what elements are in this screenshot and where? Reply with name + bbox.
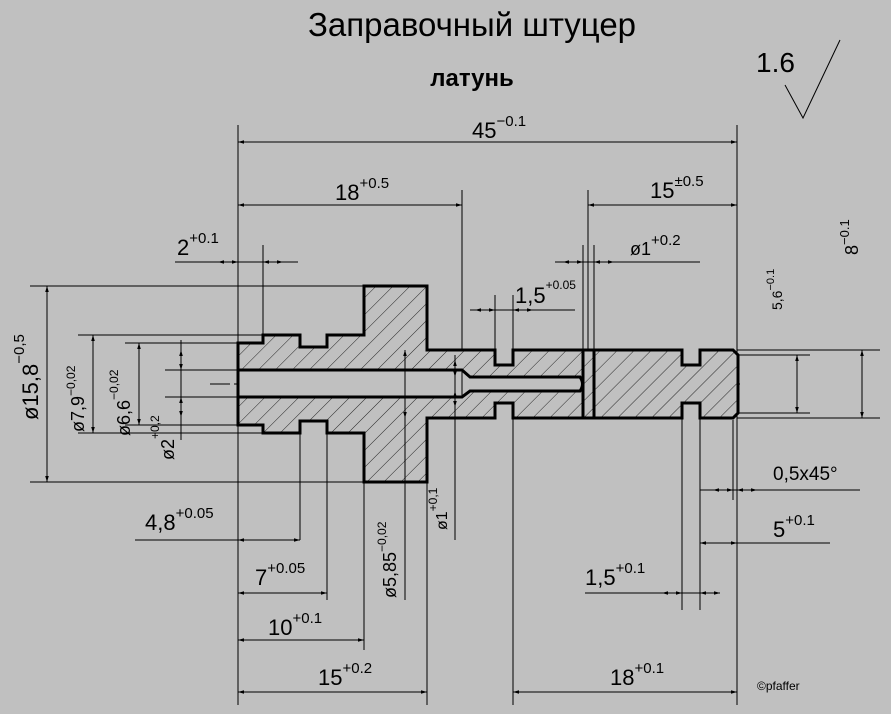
dim-1-5-a: 1,5+0.05 <box>515 278 576 308</box>
dim-4-8: 4,8+0.05 <box>145 505 214 535</box>
dim-dia1-a: ø1+0.2 <box>630 232 681 259</box>
dim-18-b: 18+0.1 <box>610 660 664 690</box>
dim-8: 8−0.1 <box>837 219 862 255</box>
dim-10: 10+0.1 <box>268 610 322 640</box>
dim-5: 5+0.1 <box>773 512 815 542</box>
dim-dia7-9: ø7,9−0,02 <box>64 365 88 432</box>
dimension-texts: 45−0.1 18+0.5 15±0.5 2+0.1 ø1+0.2 1,5+0.… <box>11 113 862 690</box>
dim-7: 7+0.05 <box>255 560 305 590</box>
roughness-symbol: 1.6 <box>756 39 841 120</box>
dim-dia2: ø2+0,2 <box>148 415 178 460</box>
dim-2: 2+0.1 <box>177 230 219 260</box>
dimension-lines <box>45 140 864 694</box>
dim-chamfer: 0,5x45° <box>773 464 838 485</box>
dim-1-5-b: 1,5+0.1 <box>585 560 645 590</box>
dim-15-a: 15±0.5 <box>650 173 704 203</box>
dim-5-6: 5,6−0.1 <box>765 269 785 310</box>
signature: ©pfaffer <box>757 679 800 693</box>
material-label: латунь <box>430 65 514 92</box>
dim-18-a: 18+0.5 <box>335 175 389 205</box>
drawing-title: Заправочный штуцер <box>308 6 636 43</box>
svg-text:1.6: 1.6 <box>756 47 795 78</box>
dim-dia1-b: ø1+0,1 <box>426 487 451 530</box>
dim-dia15-8: ø15,8−0,5 <box>11 334 43 420</box>
dim-dia6-6: ø6,6−0,02 <box>107 369 134 436</box>
dim-15-c: 15+0.2 <box>318 660 372 690</box>
dim-overall: 45−0.1 <box>472 113 526 143</box>
dim-dia5-85: ø5,85−0,02 <box>375 521 400 598</box>
